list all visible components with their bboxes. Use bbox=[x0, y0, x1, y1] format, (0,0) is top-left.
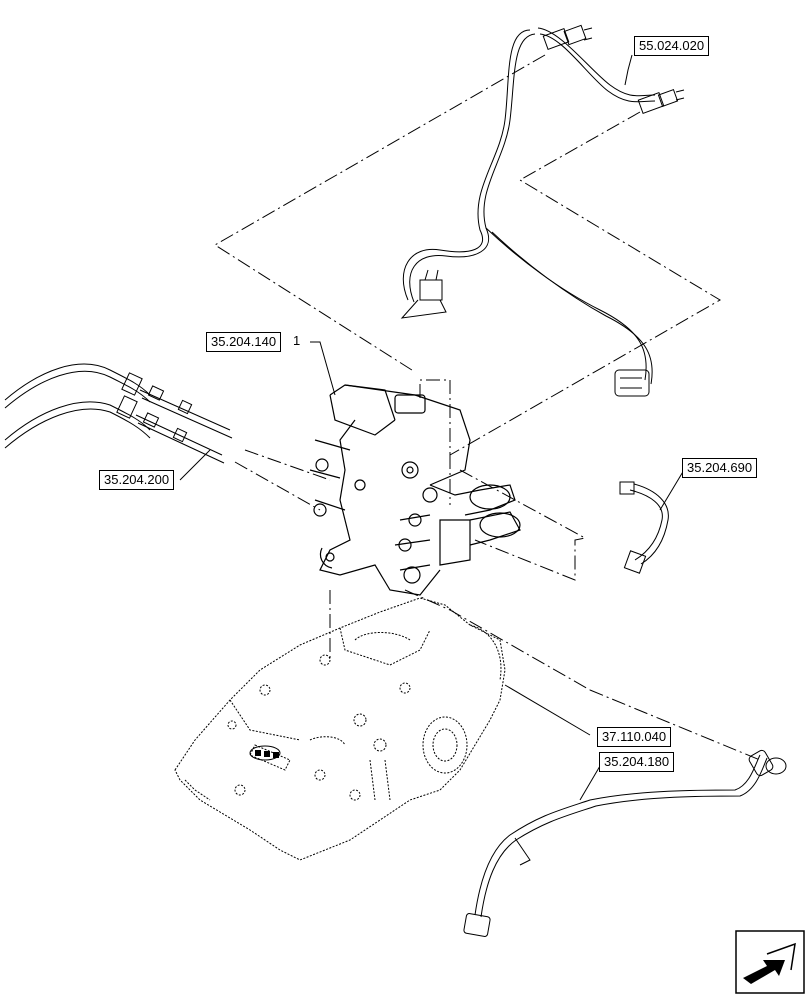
harness-left bbox=[4, 363, 233, 464]
callout-35-204-690[interactable]: 35.204.690 bbox=[682, 458, 758, 478]
next-page-arrow-icon[interactable] bbox=[735, 930, 805, 994]
harness-right bbox=[619, 481, 669, 574]
pipe bbox=[463, 749, 787, 937]
callout-37-110-040[interactable]: 37.110.040 bbox=[597, 727, 672, 747]
callout-35-204-140[interactable]: 35.204.140 bbox=[206, 332, 282, 352]
lift-housing bbox=[174, 597, 506, 861]
harness-top bbox=[400, 24, 685, 397]
housing-logo bbox=[249, 745, 281, 761]
callout-35-204-180[interactable]: 35.204.180 bbox=[599, 752, 675, 772]
item-number-label: 1 bbox=[293, 333, 301, 348]
leader-lines bbox=[179, 54, 685, 801]
callout-35-204-200[interactable]: 35.204.200 bbox=[99, 470, 175, 490]
phantom-lines bbox=[214, 54, 761, 761]
valve-assembly bbox=[309, 384, 521, 596]
callout-55-024-020[interactable]: 55.024.020 bbox=[634, 36, 710, 56]
